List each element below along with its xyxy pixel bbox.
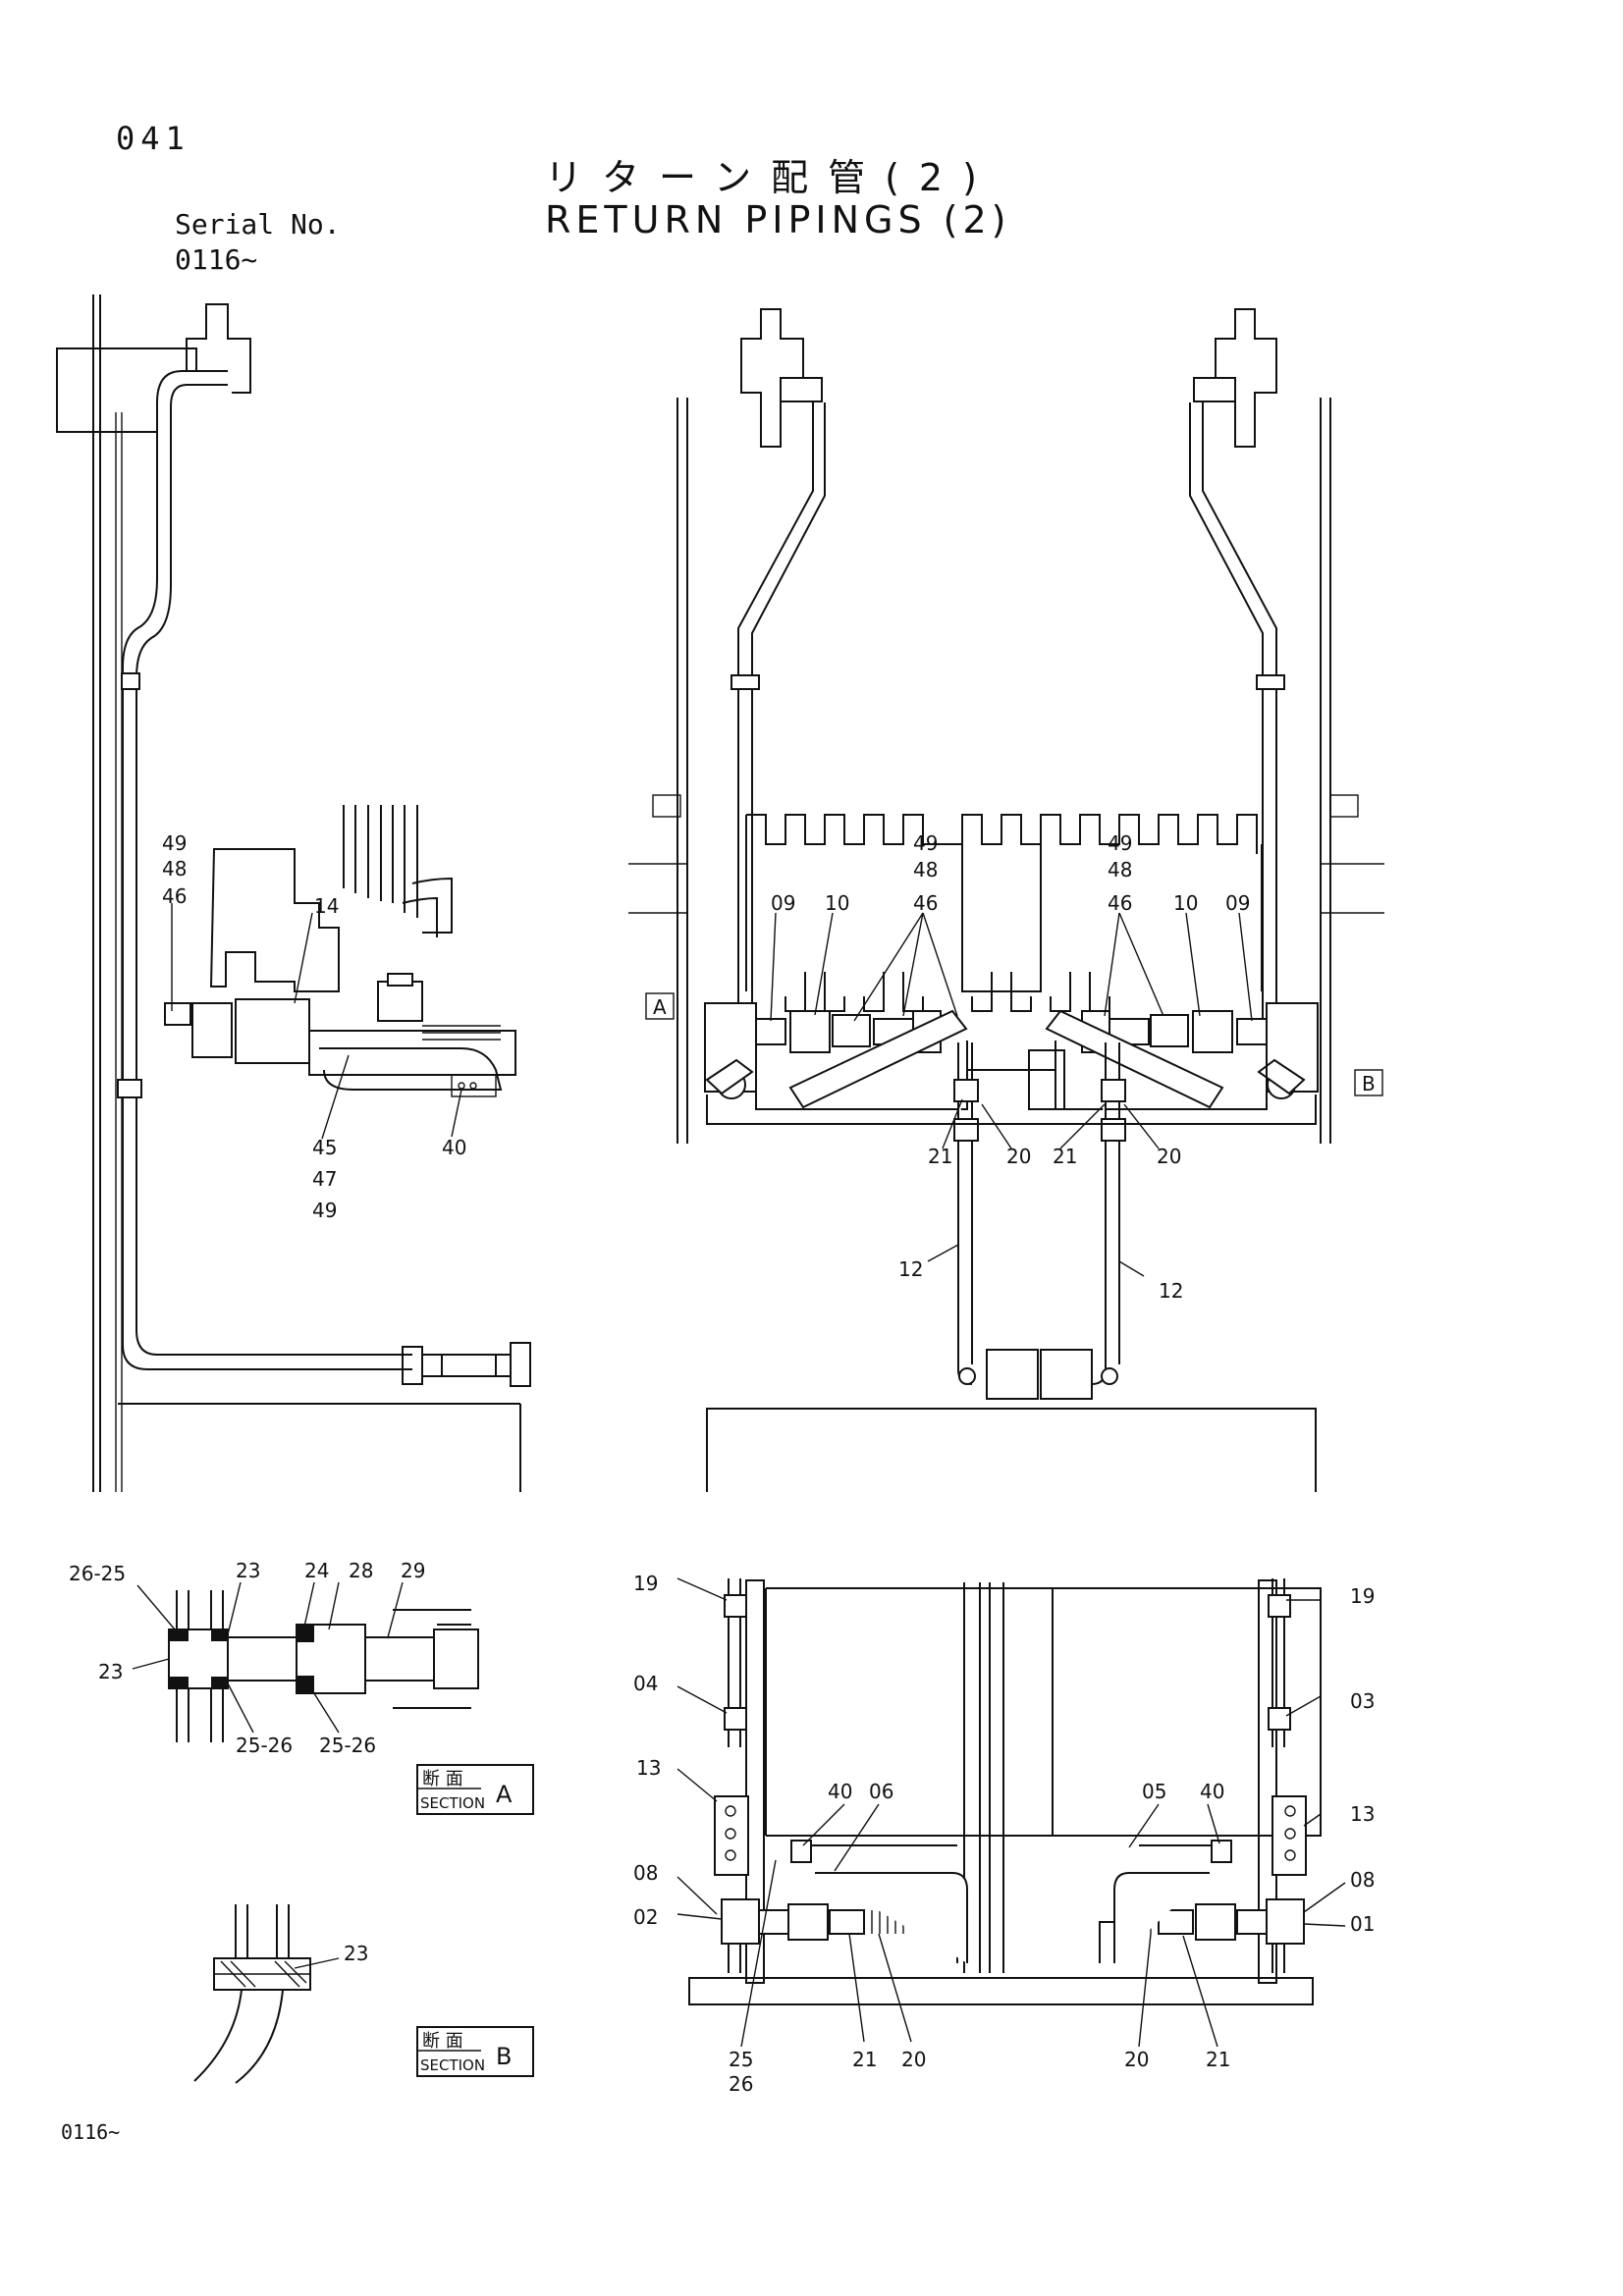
side-label: 47 <box>312 1167 337 1191</box>
section-a: 26-25 23 24 28 29 23 25-26 25-26 断 面 SEC… <box>69 1559 534 1815</box>
top-label: 12 <box>1159 1279 1183 1303</box>
bottom-label: 20 <box>901 2048 926 2071</box>
bottom-label: 03 <box>1350 1689 1375 1713</box>
section-a-caption-ja: 断 面 <box>422 1769 463 1789</box>
bottom-label: 21 <box>1206 2048 1230 2071</box>
top-label: 46 <box>1108 891 1132 915</box>
section-b-letter: B <box>496 2043 512 2070</box>
top-label: 21 <box>928 1145 952 1168</box>
top-label: 12 <box>898 1257 923 1281</box>
top-label: 48 <box>1108 858 1132 881</box>
bottom-label: 13 <box>1350 1802 1375 1826</box>
top-label: 20 <box>1006 1145 1031 1168</box>
bottom-view: 19 04 13 08 02 40 06 25 26 21 20 19 03 1… <box>633 1572 1375 2096</box>
page-number: 041 <box>116 120 190 157</box>
top-label: 09 <box>771 891 795 915</box>
top-label: 49 <box>1108 831 1132 855</box>
bottom-label: 08 <box>633 1861 658 1885</box>
top-label: 10 <box>1173 891 1198 915</box>
section-a-label: 24 <box>304 1559 329 1582</box>
section-b-caption-ja: 断 面 <box>422 2031 463 2052</box>
top-label: 46 <box>913 891 938 915</box>
side-label: 49 <box>162 831 187 855</box>
side-label: 14 <box>314 894 339 918</box>
top-label: 10 <box>825 891 849 915</box>
view-marker-a: A <box>653 995 667 1019</box>
bottom-label: 01 <box>1350 1912 1375 1936</box>
top-label: 09 <box>1225 891 1250 915</box>
section-a-letter: A <box>496 1781 513 1808</box>
side-view: 49 48 46 14 45 47 49 40 <box>56 294 531 1492</box>
bottom-label: 02 <box>633 1905 658 1929</box>
bottom-label: 26 <box>729 2072 753 2096</box>
bottom-label: 40 <box>828 1780 852 1803</box>
top-label: 48 <box>913 858 938 881</box>
top-label: 20 <box>1157 1145 1181 1168</box>
title-japanese: リターン配管(2) <box>545 156 997 199</box>
bottom-label: 40 <box>1200 1780 1224 1803</box>
side-label: 45 <box>312 1136 337 1159</box>
section-a-label: 29 <box>401 1559 425 1582</box>
top-label: 21 <box>1053 1145 1077 1168</box>
side-label: 46 <box>162 884 187 908</box>
bottom-label: 20 <box>1124 2048 1149 2071</box>
side-label: 40 <box>442 1136 466 1159</box>
serial-label: Serial No. <box>175 208 341 240</box>
section-a-label: 26-25 <box>69 1562 126 1585</box>
section-b: 23 断 面 SECTION B <box>193 1904 534 2084</box>
section-a-label: 23 <box>236 1559 260 1582</box>
section-a-label: 25-26 <box>319 1734 376 1757</box>
bottom-label: 08 <box>1350 1868 1375 1892</box>
top-view: A B 49 48 46 09 10 49 48 46 10 09 21 20 … <box>628 308 1384 1492</box>
title-english: RETURN PIPINGS (2) <box>545 198 1011 241</box>
bottom-label: 06 <box>869 1780 893 1803</box>
section-b-caption-en: SECTION <box>420 2056 485 2074</box>
footer-serial: 0116~ <box>61 2120 121 2144</box>
bottom-label: 04 <box>633 1672 658 1695</box>
bottom-label: 19 <box>633 1572 658 1595</box>
section-b-label: 23 <box>344 1942 368 1965</box>
top-label: 49 <box>913 831 938 855</box>
section-a-caption-en: SECTION <box>420 1794 485 1812</box>
side-label: 49 <box>312 1199 337 1222</box>
bottom-label: 25 <box>729 2048 753 2071</box>
section-a-label: 23 <box>98 1660 123 1683</box>
serial-value: 0116~ <box>175 243 258 276</box>
bottom-label: 21 <box>852 2048 877 2071</box>
view-marker-b: B <box>1362 1072 1376 1095</box>
bottom-label: 19 <box>1350 1584 1375 1608</box>
section-a-label: 28 <box>349 1559 373 1582</box>
bottom-label: 05 <box>1142 1780 1166 1803</box>
section-a-label: 25-26 <box>236 1734 293 1757</box>
bottom-label: 13 <box>636 1756 661 1780</box>
side-label: 48 <box>162 857 187 881</box>
